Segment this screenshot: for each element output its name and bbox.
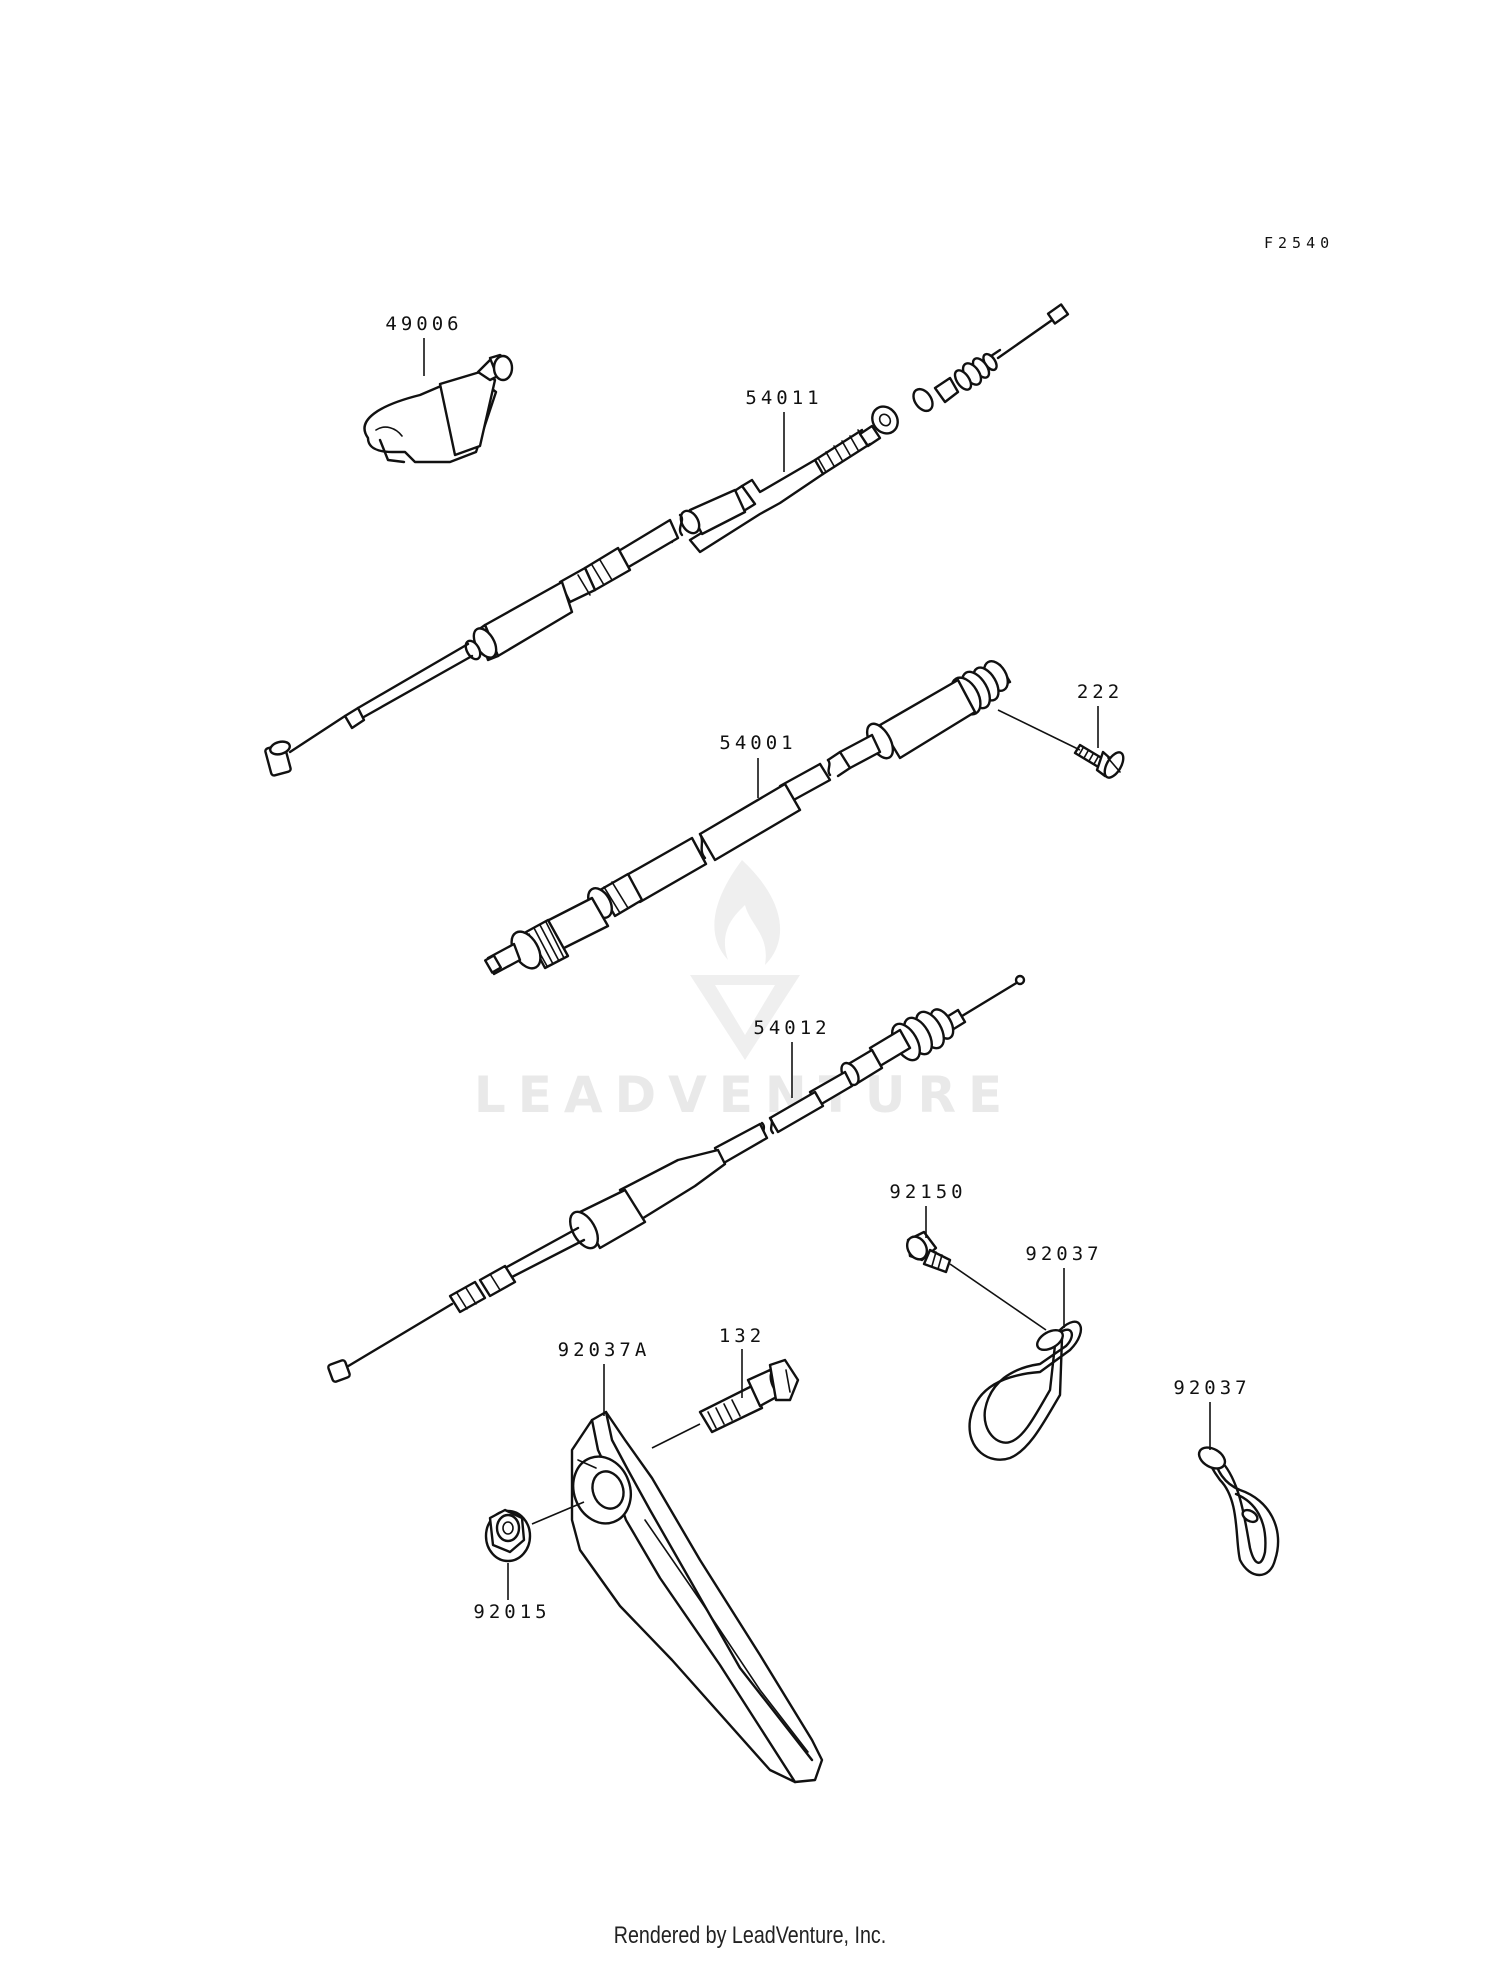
leadventure-watermark: LEADVENTURE: [474, 860, 1014, 1124]
figure-code: F2540: [1264, 234, 1334, 252]
part-92037A-bracket: [570, 1410, 824, 1784]
v-logo-shape: [690, 975, 800, 1060]
label-54001: 54001: [719, 732, 796, 754]
label-92037A: 92037A: [558, 1339, 651, 1361]
label-92015: 92015: [473, 1601, 550, 1623]
part-54012-cable: [327, 974, 1026, 1383]
label-54012: 54012: [753, 1017, 830, 1039]
label-49006: 49006: [385, 313, 462, 335]
watermark-text: LEADVENTURE: [474, 1066, 1014, 1124]
part-92037-clamp-middle: [968, 1320, 1082, 1461]
part-54001-cable: [483, 660, 1012, 976]
part-labels: 49006 54011 54001 222 54012 92150 92037 …: [385, 313, 1250, 1623]
part-54011-cable: [264, 303, 1070, 777]
part-222-screw: [1073, 743, 1125, 779]
part-49006-boot: [363, 353, 514, 464]
label-92037-middle: 92037: [1025, 1243, 1102, 1265]
label-222: 222: [1077, 681, 1123, 703]
part-92037-clamp-right: [1197, 1446, 1280, 1577]
rendered-by-footer: Rendered by LeadVenture, Inc.: [613, 1922, 887, 1949]
label-132: 132: [719, 1325, 765, 1347]
part-92015-nut: [484, 1508, 532, 1563]
part-92150-bolt: [905, 1230, 952, 1274]
label-54011: 54011: [745, 387, 822, 409]
leader-lines: [423, 338, 1211, 1600]
flame-logo-shape: [714, 860, 781, 965]
label-92150: 92150: [889, 1181, 966, 1203]
part-132-bolt: [698, 1358, 800, 1434]
label-92037-right: 92037: [1173, 1377, 1250, 1399]
